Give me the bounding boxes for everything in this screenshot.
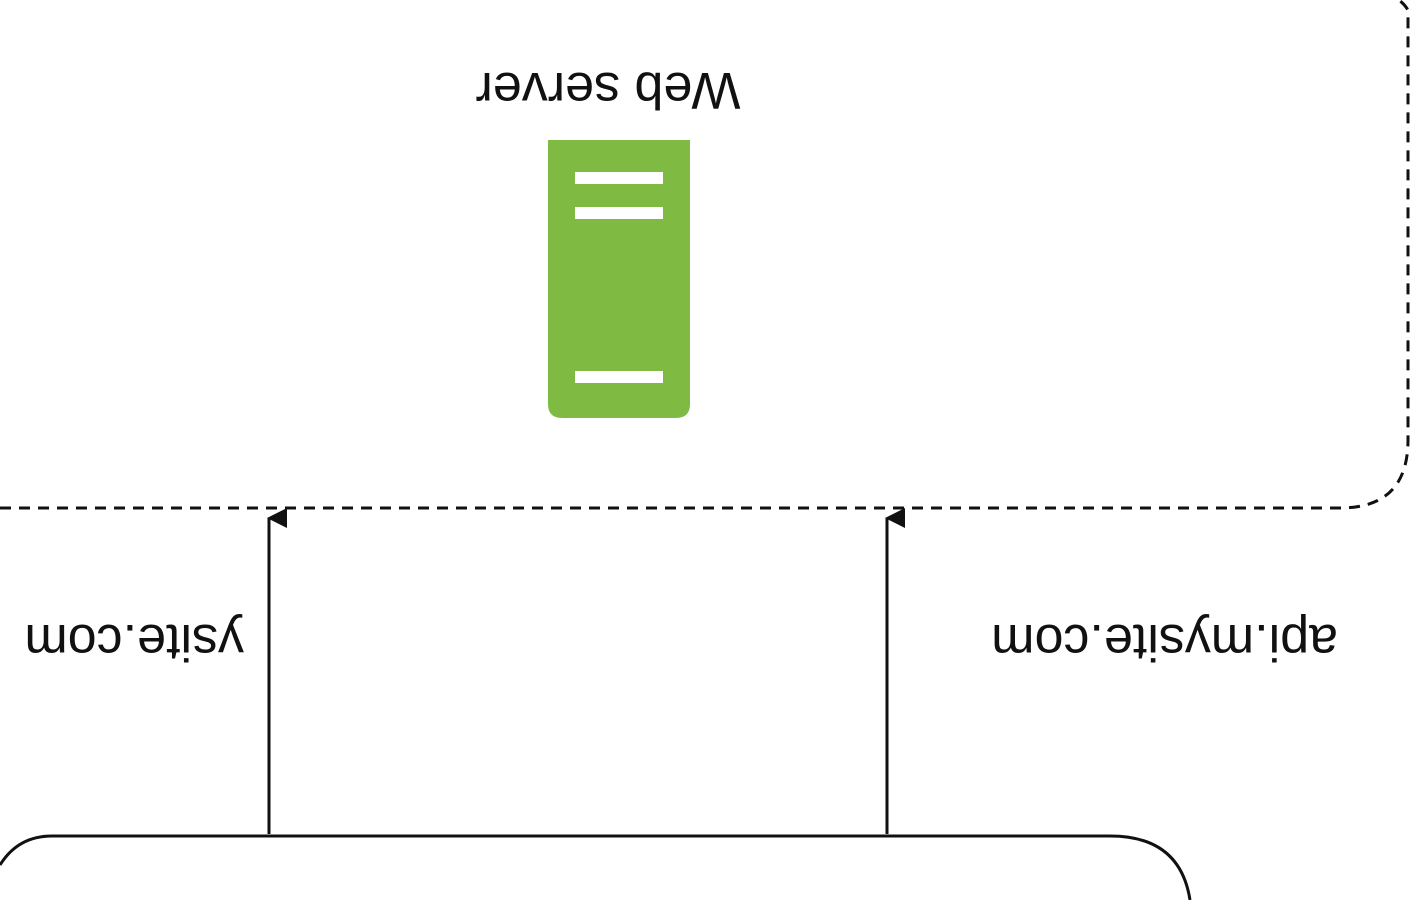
server-icon-stripe-mid (575, 207, 663, 219)
connection-label-api: api.mysite.com (991, 613, 1338, 671)
server-icon (548, 140, 690, 418)
server-icon-stripe-bottom (575, 371, 663, 383)
connection-label-www: ysite.com (24, 613, 244, 671)
web-server-label: Web server (476, 61, 741, 119)
server-icon-stripe-top (575, 172, 663, 184)
client-box (0, 834, 1192, 900)
